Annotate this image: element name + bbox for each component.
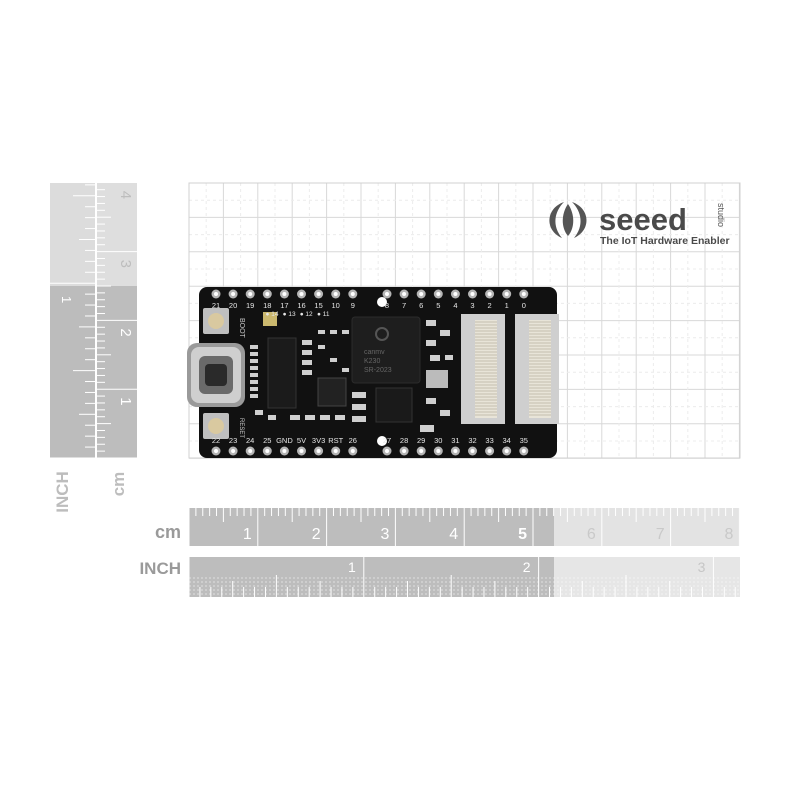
chip-ic bbox=[267, 337, 297, 409]
vertical-inch-unit: INCH bbox=[53, 471, 72, 513]
pin-label: 4 bbox=[453, 301, 457, 310]
pin-label: 29 bbox=[417, 436, 425, 445]
pin-label: 2 bbox=[488, 301, 492, 310]
pin-sublabel: ● 13 bbox=[283, 311, 296, 318]
cm-tick-label: 5 bbox=[518, 526, 527, 543]
pin-sublabel: ● 14 bbox=[266, 311, 279, 318]
fpc-connector-1 bbox=[461, 314, 505, 424]
pin-label: 30 bbox=[434, 436, 442, 445]
pin-sublabel: ● 12 bbox=[300, 311, 313, 318]
pin-label: 22 bbox=[212, 436, 220, 445]
boot-label: BOOT bbox=[238, 318, 245, 339]
pin-sublabel: ● 11 bbox=[317, 311, 330, 318]
main-chip: canmv K230 SR-2023 bbox=[351, 316, 421, 384]
brand-name: seeed bbox=[599, 202, 687, 237]
vertical-inch-tick-1: 1 bbox=[59, 296, 74, 303]
cm-tick-label: 4 bbox=[449, 526, 458, 543]
seeed-leaf-icon bbox=[549, 202, 587, 238]
chip-text-1: canmv bbox=[364, 349, 385, 356]
mount-hole bbox=[377, 297, 387, 307]
pin-label: 6 bbox=[419, 301, 423, 310]
chip-text-2: K230 bbox=[364, 358, 380, 365]
pin-label: 3 bbox=[470, 301, 474, 310]
pin-label: 20 bbox=[229, 301, 237, 310]
pin-label: 10 bbox=[332, 301, 340, 310]
pin-label: 16 bbox=[297, 301, 305, 310]
cm-tick-label: 2 bbox=[312, 526, 321, 543]
vertical-ruler-inch: 1 bbox=[50, 183, 95, 459]
pin-label: 25 bbox=[263, 436, 271, 445]
seeed-logo: seeed studio The IoT Hardware Enabler bbox=[549, 202, 730, 247]
pin-label: 24 bbox=[246, 436, 254, 445]
pin-label: 17 bbox=[280, 301, 288, 310]
horizontal-ruler-cm: 1 2 3 4 5 6 7 8 bbox=[188, 508, 740, 546]
pin-label: 33 bbox=[485, 436, 493, 445]
reset-button bbox=[203, 413, 229, 439]
usb-c-port bbox=[187, 343, 245, 407]
chip-ic bbox=[317, 377, 347, 407]
pin-label: 27 bbox=[383, 436, 391, 445]
pin-label: RST bbox=[328, 436, 343, 445]
crystal bbox=[426, 370, 448, 388]
pin-label: GND bbox=[276, 436, 293, 445]
horizontal-cm-unit: cm bbox=[155, 522, 181, 542]
inch-tick-label: 1 bbox=[348, 559, 356, 575]
inch-tick-label: 2 bbox=[523, 559, 531, 575]
pin-label: 35 bbox=[520, 436, 528, 445]
cm-tick-label: 3 bbox=[380, 526, 389, 543]
pin-label: 32 bbox=[468, 436, 476, 445]
vertical-cm-unit: cm bbox=[109, 472, 128, 497]
cm-tick-label: 7 bbox=[656, 526, 665, 543]
inch-tick-label: 3 bbox=[698, 559, 706, 575]
horizontal-inch-unit: INCH bbox=[139, 559, 181, 578]
vertical-cm-tick-label: 2 bbox=[117, 328, 134, 336]
dev-board: BOOT RESET canmv K230 SR-2023 bbox=[187, 287, 559, 458]
pin-label: 34 bbox=[503, 436, 511, 445]
pin-label: 18 bbox=[263, 301, 271, 310]
pin-label: 5V bbox=[297, 436, 306, 445]
brand-suffix: studio bbox=[716, 203, 726, 227]
pin-label: 19 bbox=[246, 301, 254, 310]
pin-label: 5 bbox=[436, 301, 440, 310]
pin-label: 23 bbox=[229, 436, 237, 445]
pin-label: 21 bbox=[212, 301, 220, 310]
pin-label: 26 bbox=[349, 436, 357, 445]
pin-label: 7 bbox=[402, 301, 406, 310]
vertical-cm-tick-label: 1 bbox=[117, 397, 134, 405]
vertical-ruler-cm: 1 2 3 4 bbox=[97, 183, 137, 459]
chip-ic bbox=[375, 387, 413, 423]
reset-label: RESET bbox=[238, 418, 244, 438]
cm-tick-label: 1 bbox=[243, 526, 252, 543]
brand-tagline: The IoT Hardware Enabler bbox=[600, 235, 730, 247]
boot-button bbox=[203, 308, 229, 334]
pin-label: 31 bbox=[451, 436, 459, 445]
pin-label: 0 bbox=[522, 301, 526, 310]
cm-tick-label: 8 bbox=[724, 526, 733, 543]
cm-tick-label: 6 bbox=[587, 526, 596, 543]
chip-text-3: SR-2023 bbox=[364, 367, 392, 374]
vertical-cm-tick-label: 3 bbox=[117, 260, 134, 268]
chip-ic bbox=[263, 312, 277, 326]
horizontal-ruler-inch: 1 2 3 bbox=[188, 557, 740, 597]
pin-label: 1 bbox=[505, 301, 509, 310]
mount-hole bbox=[377, 436, 387, 446]
fpc-connector-2 bbox=[515, 314, 559, 424]
pin-label: 15 bbox=[314, 301, 322, 310]
pin-label: 9 bbox=[351, 301, 355, 310]
pin-label: 3V3 bbox=[312, 436, 325, 445]
pin-label: 8 bbox=[385, 301, 389, 310]
pin-label: 28 bbox=[400, 436, 408, 445]
vertical-cm-tick-label: 4 bbox=[117, 191, 134, 199]
